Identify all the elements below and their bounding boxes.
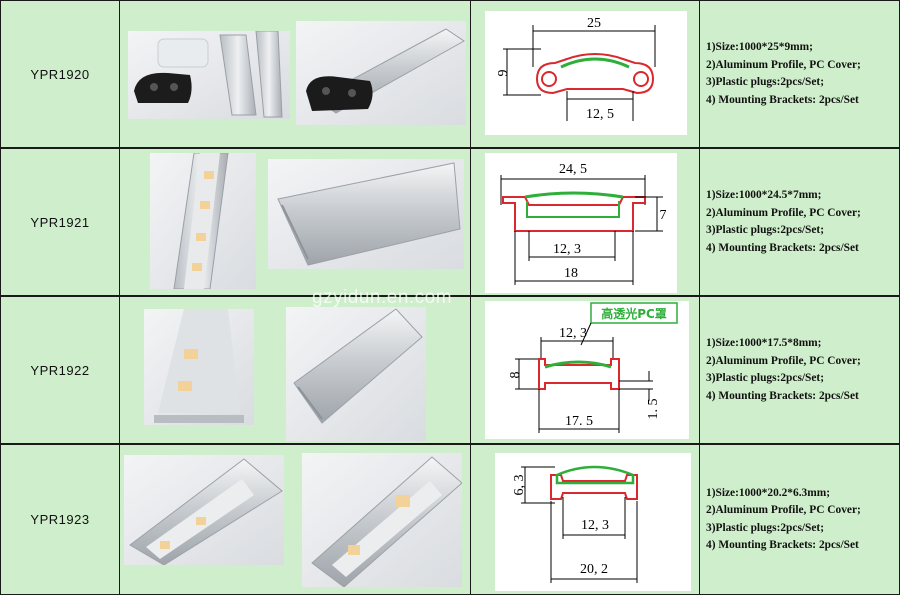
spec-brackets: 4) Mounting Brackets: 2pcs/Set bbox=[706, 93, 859, 106]
dim-height-label: 6, 3 bbox=[512, 475, 527, 496]
product-photo-profile bbox=[286, 307, 426, 441]
spec-material: 2)Aluminum Profile, PC Cover; bbox=[706, 58, 861, 71]
spec-plugs: 3)Plastic plugs:2pcs/Set; bbox=[706, 224, 825, 236]
spec-size: 1)Size:1000*17.5*8mm; bbox=[706, 337, 822, 349]
spec-brackets: 4) Mounting Brackets: 2pcs/Set bbox=[706, 539, 859, 551]
profile-drawing: 6, 3 12, 3 20, 2 bbox=[495, 453, 691, 591]
dim-inner-label: 12, 5 bbox=[586, 107, 614, 122]
spec-size: 1)Size:1000*25*9mm; bbox=[706, 41, 813, 53]
spec-cell: 1)Size:1000*20.2*6.3mm; 2)Aluminum Profi… bbox=[699, 444, 900, 595]
dim-width-label: 24, 5 bbox=[559, 162, 587, 177]
spec-cell: 1)Size:1000*24.5*7mm; 2)Aluminum Profile… bbox=[699, 148, 900, 296]
dim-inner-label: 12, 3 bbox=[581, 518, 609, 533]
product-photo-assembled bbox=[296, 21, 466, 125]
profile-drawing: 24, 5 7 12, 3 18 bbox=[485, 153, 677, 293]
spec-size: 1)Size:1000*20.2*6.3mm; bbox=[706, 486, 831, 499]
dim-width-label: 25 bbox=[587, 16, 601, 31]
model-cell: YPR1920 bbox=[0, 0, 120, 148]
spec-brackets: 4) Mounting Brackets: 2pcs/Set bbox=[706, 389, 859, 402]
product-row: YPR1922 高透光PC罩 12, 3 bbox=[0, 296, 900, 444]
drawing-cell: 25 9 12, 5 bbox=[470, 0, 700, 148]
spec-list: 1)Size:1000*24.5*7mm; 2)Aluminum Profile… bbox=[700, 187, 861, 257]
dim-inner-label: 12, 3 bbox=[553, 242, 581, 257]
dim-height-label: 9 bbox=[496, 70, 511, 77]
product-photo-led-strip bbox=[144, 309, 254, 425]
product-photo-plugs bbox=[128, 31, 290, 119]
dim-inner-label: 12, 3 bbox=[559, 326, 587, 341]
spec-list: 1)Size:1000*20.2*6.3mm; 2)Aluminum Profi… bbox=[700, 485, 861, 555]
product-photo-profile bbox=[268, 159, 464, 269]
product-photo-led-strip bbox=[150, 153, 256, 289]
profile-drawing: 25 9 12, 5 bbox=[485, 11, 687, 135]
product-row: YPR1923 6, 3 bbox=[0, 444, 900, 595]
photo-cell bbox=[119, 296, 471, 444]
model-number: YPR1920 bbox=[30, 66, 90, 82]
spec-cell: 1)Size:1000*25*9mm; 2)Aluminum Profile, … bbox=[699, 0, 900, 148]
drawing-cell: 24, 5 7 12, 3 18 bbox=[470, 148, 700, 296]
model-number: YPR1921 bbox=[30, 214, 90, 230]
spec-list: 1)Size:1000*17.5*8mm; 2)Aluminum Profile… bbox=[700, 335, 861, 405]
product-row: YPR1920 25 bbox=[0, 0, 900, 148]
watermark: gzyidun.en.com bbox=[312, 287, 453, 308]
dim-width-label: 17. 5 bbox=[565, 414, 593, 429]
photo-cell bbox=[119, 0, 471, 148]
model-number: YPR1922 bbox=[30, 362, 90, 378]
product-photo-led-strip bbox=[124, 455, 284, 565]
spec-cell: 1)Size:1000*17.5*8mm; 2)Aluminum Profile… bbox=[699, 296, 900, 444]
spec-brackets: 4) Mounting Brackets: 2pcs/Set bbox=[706, 241, 859, 254]
spec-material: 2)Aluminum Profile, PC Cover; bbox=[706, 354, 861, 367]
spec-material: 2)Aluminum Profile, PC Cover; bbox=[706, 206, 861, 219]
spec-list: 1)Size:1000*25*9mm; 2)Aluminum Profile, … bbox=[700, 39, 861, 109]
spec-material: 2)Aluminum Profile, PC Cover; bbox=[706, 504, 861, 516]
drawing-cell: 高透光PC罩 12, 3 8 1. 5 17. 5 bbox=[470, 296, 700, 444]
profile-drawing: 高透光PC罩 12, 3 8 1. 5 17. 5 bbox=[485, 301, 689, 439]
dim-height-label: 7 bbox=[660, 208, 667, 223]
dim-width-label: 20, 2 bbox=[580, 562, 608, 577]
spec-plugs: 3)Plastic plugs:2pcs/Set; bbox=[706, 76, 825, 88]
drawing-cell: 6, 3 12, 3 20, 2 bbox=[470, 444, 700, 595]
model-cell: YPR1922 bbox=[0, 296, 120, 444]
spec-size: 1)Size:1000*24.5*7mm; bbox=[706, 189, 822, 201]
model-cell: YPR1923 bbox=[0, 444, 120, 595]
model-cell: YPR1921 bbox=[0, 148, 120, 296]
dim-base-label: 18 bbox=[564, 266, 578, 281]
photo-cell bbox=[119, 148, 471, 296]
cover-tag-label: 高透光PC罩 bbox=[601, 306, 667, 321]
product-row: YPR1921 24, 5 bbox=[0, 148, 900, 296]
model-number: YPR1923 bbox=[30, 512, 90, 527]
spec-plugs: 3)Plastic plugs:2pcs/Set; bbox=[706, 521, 825, 534]
dim-height-label: 8 bbox=[508, 372, 523, 379]
product-photo-profile bbox=[302, 453, 462, 587]
dim-side-label: 1. 5 bbox=[646, 399, 661, 420]
spec-plugs: 3)Plastic plugs:2pcs/Set; bbox=[706, 372, 825, 384]
photo-cell bbox=[119, 444, 471, 595]
